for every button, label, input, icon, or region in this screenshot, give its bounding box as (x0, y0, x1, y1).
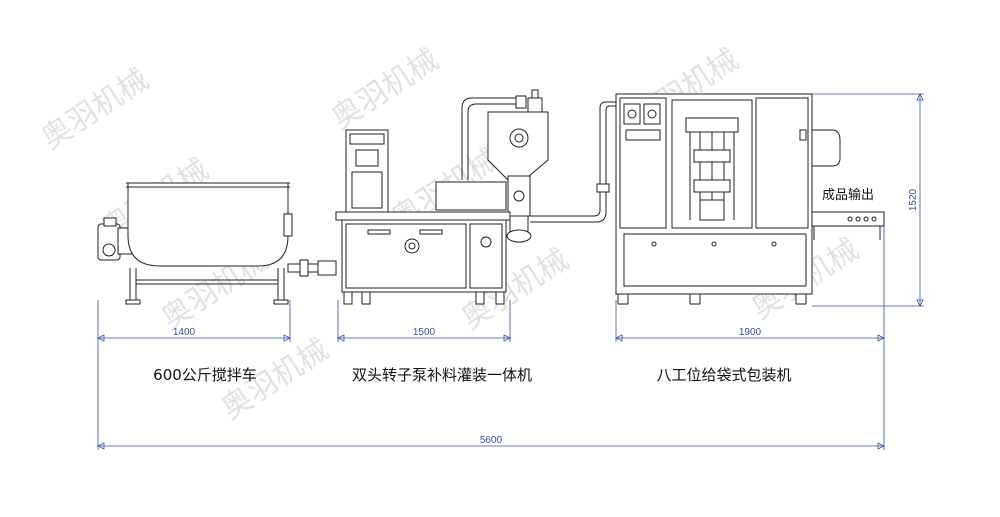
output-label: 成品输出 (822, 187, 874, 203)
packer-window (671, 99, 753, 229)
conveyor-roller (855, 216, 861, 222)
filler-sight-glass (509, 128, 529, 148)
packer-indicator (647, 109, 657, 119)
mixer-motor (97, 223, 121, 261)
filler-caster (343, 291, 353, 305)
watermark-text: 奥羽机械 (325, 42, 445, 137)
dim-height: 1520 (908, 188, 919, 211)
filler-body (435, 181, 507, 211)
transfer-pipe (530, 105, 618, 223)
packer-foot (689, 293, 701, 305)
mixer-valve (299, 259, 309, 277)
filler-drain-port (404, 238, 420, 254)
mixer-pump (317, 260, 337, 276)
packer-control-box (623, 103, 641, 125)
filler-feed-pipe (461, 97, 520, 180)
dim-arrows (97, 334, 291, 342)
filler-feed-pipe (467, 103, 520, 180)
packer-foot (795, 293, 807, 305)
packer-rotary-head (685, 117, 739, 133)
filler-label: 双头转子泵补料灌装一体机 (352, 366, 532, 384)
filler-nozzle-assembly (507, 175, 531, 217)
transfer-pipe (530, 101, 618, 217)
filler-handle (367, 229, 391, 235)
packer-label: 八工位给袋式包装机 (656, 366, 791, 384)
filler-pipe-joint (515, 95, 527, 109)
dim-packer-width: 1900 (739, 327, 762, 338)
packer-machine: 成品输出 (615, 93, 885, 305)
watermark-text: 奥羽机械 (35, 62, 155, 157)
filler-sight-glass-inner (514, 133, 524, 143)
mixer-end-plate (283, 213, 293, 237)
filler-caster (495, 291, 505, 305)
mixer-foot (273, 299, 289, 305)
mixer-motor-cap (103, 217, 117, 227)
dim-mixer-width: 1400 (173, 327, 196, 338)
packer-lower-cabinet (623, 233, 807, 287)
filler-drain-inner (408, 242, 416, 250)
packer-control-box (643, 103, 661, 125)
packer-left-panel (619, 97, 667, 229)
dimension-lines: 1400 1500 1900 5600 1520 (97, 93, 924, 450)
filler-caster (361, 291, 371, 305)
packer-bag-holder (699, 199, 725, 221)
packer-indicator (627, 109, 637, 119)
packer-right-panel (755, 97, 809, 229)
packer-bolt (771, 241, 777, 247)
filler-gauge (480, 236, 492, 248)
dim-arrows (615, 334, 885, 342)
packer-bolt (711, 241, 717, 247)
filler-nozzle (513, 190, 525, 202)
filler-caster (475, 291, 485, 305)
packer-switch-panel (625, 129, 661, 141)
conveyor-roller (863, 216, 869, 222)
filler-base-panel (345, 223, 467, 289)
filler-motor-top (527, 97, 543, 113)
packer-bolt (651, 241, 657, 247)
packer-station-plate (693, 149, 731, 163)
filler-base-cabinet (341, 219, 507, 293)
filler-side-panel (469, 223, 503, 289)
mixer-tank (127, 182, 289, 267)
filler-table-top (335, 211, 511, 221)
filler-handle (419, 229, 443, 235)
mixer-machine (97, 182, 337, 305)
filler-control-panel (349, 133, 385, 145)
filler-cabinet-door (351, 171, 383, 209)
mixer-label: 600公斤搅拌车 (153, 366, 257, 384)
filler-display (355, 149, 379, 167)
conveyor-roller (847, 216, 853, 222)
dim-total-width: 5600 (480, 435, 503, 446)
mixer-foot (125, 299, 141, 305)
filler-pump-head (506, 229, 532, 243)
dim-arrows (916, 93, 924, 307)
packer-motor-housing (811, 129, 841, 167)
mixer-gear (102, 243, 116, 257)
filler-motor-cap (531, 89, 539, 99)
machine-labels: 600公斤搅拌车 双头转子泵补料灌装一体机 八工位给袋式包装机 (153, 366, 791, 384)
packer-foot (617, 293, 629, 305)
packer-hinge (799, 129, 807, 141)
conveyor-roller (871, 216, 877, 222)
dim-filler-width: 1500 (413, 327, 436, 338)
dim-arrows (97, 442, 885, 450)
dim-arrows (337, 334, 511, 342)
transfer-pipe-joint (596, 183, 610, 193)
filler-machine (335, 89, 618, 305)
packer-station-plate (693, 179, 731, 193)
